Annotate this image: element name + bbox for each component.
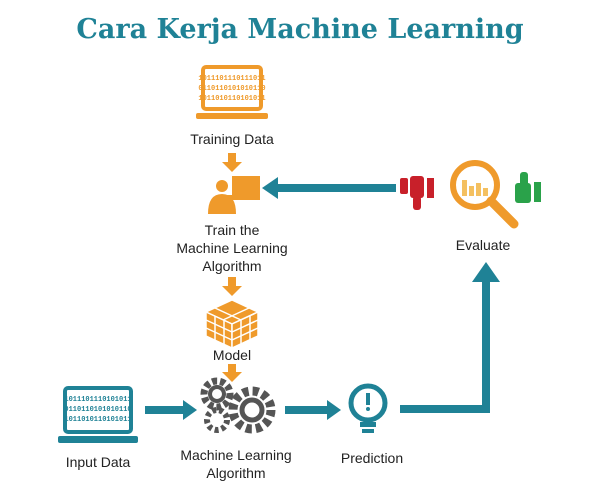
trainer-icon (208, 176, 260, 214)
train-label-line: Train the (204, 222, 260, 238)
binary-line: 1011101110111011 (198, 75, 265, 83)
model-cube-icon (204, 299, 260, 350)
arrow-right-icon (285, 400, 341, 420)
thumbs-down-icon (400, 176, 434, 210)
train-label-line: Algorithm (202, 258, 262, 274)
input-data-label: Input Data (65, 454, 131, 470)
train-label-line: Machine Learning (176, 240, 288, 256)
gears-icon (200, 377, 276, 434)
arrow-up-icon (400, 262, 500, 413)
lightbulb-icon (348, 383, 388, 433)
binary-line: 1011010110101011 (64, 416, 131, 424)
input-data-laptop-icon: 1011101110101011 0110110101010110 101101… (58, 386, 138, 443)
model-label: Model (212, 347, 252, 363)
arrow-left-icon (262, 177, 396, 199)
training-data-label: Training Data (190, 131, 274, 147)
binary-line: 1011101110101011 (64, 396, 131, 404)
magnifier-chart-icon (450, 160, 519, 229)
arrow-down-icon (222, 364, 242, 382)
arrow-down-icon (222, 277, 242, 296)
training-data-laptop-icon: 1011101110111011 0110110101010110 101101… (196, 65, 268, 119)
arrow-down-icon (222, 153, 242, 172)
binary-line: 0110110101010110 (64, 406, 131, 414)
ml-algorithm-label-line: Machine Learning (180, 447, 292, 463)
evaluate-label: Evaluate (455, 237, 511, 253)
arrow-right-icon (145, 400, 197, 420)
ml-algorithm-label-line: Algorithm (206, 465, 266, 481)
thumbs-up-icon (515, 172, 541, 203)
binary-line: 1011010110101011 (198, 95, 265, 103)
diagram-title: Cara Kerja Machine Learning (76, 14, 524, 45)
prediction-label: Prediction (340, 450, 404, 466)
binary-line: 0110110101010110 (198, 85, 265, 93)
